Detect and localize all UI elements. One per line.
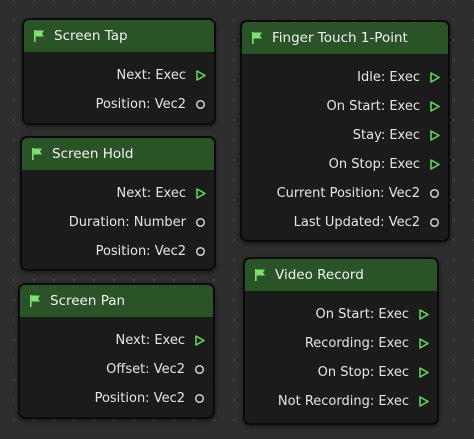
port-label: Position: Vec2 — [94, 391, 185, 406]
output-port-row: Next: Exec — [22, 179, 214, 208]
port-label: Last Updated: Vec2 — [293, 215, 420, 230]
flag-icon — [30, 295, 40, 307]
exec-triangle-icon[interactable] — [429, 72, 440, 83]
output-port-row: Last Updated: Vec2 — [242, 208, 448, 237]
port-label: Duration: Number — [68, 215, 186, 230]
exec-triangle-icon[interactable] — [195, 188, 206, 199]
output-port-row: Not Recording: Exec — [245, 387, 437, 416]
port-label: On Start: Exec — [326, 99, 420, 114]
node-screen-pan[interactable]: Screen Pan Next: Exec Offset: Vec2 Posit… — [18, 283, 215, 419]
node-screen-hold[interactable]: Screen Hold Next: Exec Duration: Number … — [20, 136, 216, 271]
node-title: Screen Hold — [52, 146, 134, 162]
data-circle-icon[interactable] — [195, 217, 206, 228]
node-screen-tap[interactable]: Screen Tap Next: Exec Position: Vec2 — [22, 18, 216, 125]
port-label: Not Recording: Exec — [277, 394, 409, 409]
exec-triangle-icon[interactable] — [429, 101, 440, 112]
exec-triangle-icon[interactable] — [429, 159, 440, 170]
output-port-row: Offset: Vec2 — [20, 355, 213, 384]
output-port-row: On Stop: Exec — [245, 358, 437, 387]
port-label: Next: Exec — [116, 186, 186, 201]
output-port-row: Position: Vec2 — [22, 237, 214, 266]
node-title: Screen Tap — [54, 28, 128, 44]
node-header[interactable]: Finger Touch 1-Point — [242, 22, 448, 55]
port-label: On Stop: Exec — [328, 157, 420, 172]
port-label: Stay: Exec — [352, 128, 420, 143]
exec-triangle-icon[interactable] — [418, 396, 429, 407]
node-header[interactable]: Video Record — [245, 259, 437, 292]
node-title: Screen Pan — [50, 293, 126, 309]
output-port-row: Position: Vec2 — [20, 384, 213, 413]
port-label: Position: Vec2 — [95, 97, 186, 112]
output-port-row: Recording: Exec — [245, 329, 437, 358]
node-title: Finger Touch 1-Point — [272, 30, 408, 46]
output-port-row: Position: Vec2 — [24, 90, 214, 119]
output-port-row: Next: Exec — [20, 326, 213, 355]
node-header[interactable]: Screen Hold — [22, 138, 214, 171]
port-label: Offset: Vec2 — [106, 362, 185, 377]
port-label: Idle: Exec — [357, 70, 420, 85]
flag-icon — [32, 148, 42, 160]
node-header[interactable]: Screen Tap — [24, 20, 214, 53]
exec-triangle-icon[interactable] — [429, 130, 440, 141]
port-label: Next: Exec — [115, 333, 185, 348]
port-label: Position: Vec2 — [95, 244, 186, 259]
data-circle-icon[interactable] — [195, 99, 206, 110]
output-port-row: On Start: Exec — [242, 92, 448, 121]
flag-icon — [34, 30, 44, 42]
data-circle-icon[interactable] — [429, 217, 440, 228]
node-header[interactable]: Screen Pan — [20, 285, 213, 318]
node-video-record[interactable]: Video Record On Start: Exec Recording: E… — [243, 257, 439, 425]
port-label: On Start: Exec — [315, 307, 409, 322]
exec-triangle-icon[interactable] — [418, 367, 429, 378]
port-label: Current Position: Vec2 — [276, 186, 420, 201]
data-circle-icon[interactable] — [194, 364, 205, 375]
exec-triangle-icon[interactable] — [418, 338, 429, 349]
data-circle-icon[interactable] — [429, 188, 440, 199]
port-label: On Stop: Exec — [317, 365, 409, 380]
exec-triangle-icon[interactable] — [418, 309, 429, 320]
output-port-row: Current Position: Vec2 — [242, 179, 448, 208]
output-port-row: Idle: Exec — [242, 63, 448, 92]
data-circle-icon[interactable] — [194, 393, 205, 404]
output-port-row: Next: Exec — [24, 61, 214, 90]
flag-icon — [255, 269, 265, 281]
exec-triangle-icon[interactable] — [194, 335, 205, 346]
output-port-row: Duration: Number — [22, 208, 214, 237]
port-label: Next: Exec — [116, 68, 186, 83]
port-label: Recording: Exec — [304, 336, 409, 351]
output-port-row: On Start: Exec — [245, 300, 437, 329]
output-port-row: On Stop: Exec — [242, 150, 448, 179]
node-title: Video Record — [275, 267, 364, 283]
exec-triangle-icon[interactable] — [195, 70, 206, 81]
flag-icon — [252, 32, 262, 44]
output-port-row: Stay: Exec — [242, 121, 448, 150]
node-finger-touch-1-point[interactable]: Finger Touch 1-Point Idle: Exec On Start… — [240, 20, 450, 242]
data-circle-icon[interactable] — [195, 246, 206, 257]
